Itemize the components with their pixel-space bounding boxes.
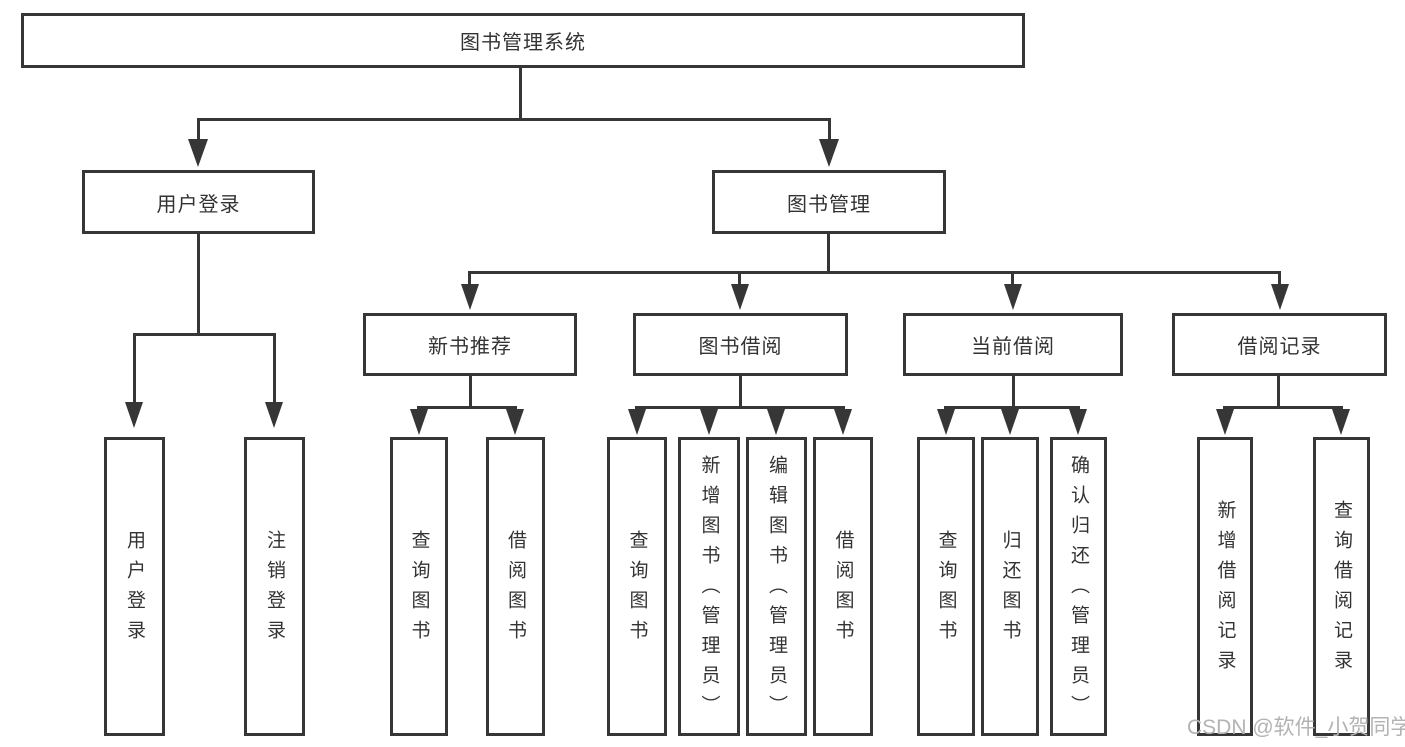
leaf-newbook-borrow-books: 借阅图书 <box>486 437 545 736</box>
leaf-user-login: 用户登录 <box>104 437 165 736</box>
node-current-borrow: 当前借阅 <box>903 313 1123 376</box>
connector-newbook-stem <box>469 376 472 406</box>
connector-level1-rail <box>197 118 831 121</box>
leaf-logout: 注销登录 <box>244 437 305 736</box>
arrow-to-login-leaf2 <box>265 402 283 428</box>
leaf-current-confirm-return-admin: 确认归还（管理员） <box>1050 437 1107 736</box>
node-user-login: 用户登录 <box>82 170 315 234</box>
node-borrow-records: 借阅记录 <box>1172 313 1387 376</box>
arrow-records-leaf1 <box>1216 409 1234 435</box>
arrow-newbook-leaf1 <box>410 409 428 435</box>
leaf-current-return-books: 归还图书 <box>981 437 1039 736</box>
arrow-borrow-leaf1 <box>628 409 646 435</box>
arrow-to-current-borrow <box>1004 284 1022 310</box>
connector-records-drop <box>1278 274 1281 286</box>
connector-borrow-rail <box>635 406 845 409</box>
arrow-to-book-borrow <box>731 284 749 310</box>
arrow-to-login-leaf1 <box>125 402 143 428</box>
connector-borrow-drop <box>738 274 741 286</box>
connector-level2-rail <box>468 271 1281 274</box>
arrow-current-leaf3 <box>1069 409 1087 435</box>
node-new-book-recommend: 新书推荐 <box>363 313 577 376</box>
arrow-records-leaf2 <box>1332 409 1350 435</box>
connector-root-stem <box>519 68 522 121</box>
connector-records-stem <box>1277 376 1280 406</box>
connector-current-rail <box>944 406 1080 409</box>
leaf-current-query-books: 查询图书 <box>917 437 975 736</box>
node-book-borrow: 图书借阅 <box>633 313 848 376</box>
arrow-borrow-leaf3 <box>767 409 785 435</box>
csdn-watermark: CSDN @软件_小贺同学 <box>1187 716 1405 739</box>
connector-newbook-rail <box>417 406 517 409</box>
arrow-borrow-leaf4 <box>834 409 852 435</box>
connector-current-drop <box>1011 274 1014 286</box>
node-library-system: 图书管理系统 <box>21 13 1025 68</box>
leaf-borrow-query-books: 查询图书 <box>607 437 667 736</box>
arrow-to-borrow-records <box>1271 284 1289 310</box>
leaf-borrow-borrow-books: 借阅图书 <box>813 437 873 736</box>
node-book-management: 图书管理 <box>712 170 946 234</box>
arrow-to-book-management <box>819 139 839 167</box>
connector-login-leaf1-drop <box>133 336 136 402</box>
leaf-records-query-record: 查询借阅记录 <box>1313 437 1370 736</box>
arrow-borrow-leaf2 <box>700 409 718 435</box>
connector-login-stem <box>197 234 200 335</box>
arrow-current-leaf1 <box>937 409 955 435</box>
connector-login-rail <box>133 333 276 336</box>
connector-records-rail <box>1223 406 1343 409</box>
connector-current-stem <box>1012 376 1015 406</box>
arrow-newbook-leaf2 <box>506 409 524 435</box>
connector-login-drop <box>197 121 200 141</box>
connector-mgmt-drop <box>828 121 831 141</box>
connector-newbook-drop <box>468 274 471 286</box>
connector-mgmt-stem <box>827 234 830 274</box>
connector-login-leaf2-drop <box>273 336 276 402</box>
arrow-to-new-book-recommend <box>461 284 479 310</box>
arrow-to-user-login <box>188 139 208 167</box>
leaf-newbook-query-books: 查询图书 <box>390 437 448 736</box>
leaf-borrow-add-books-admin: 新增图书（管理员） <box>678 437 740 736</box>
leaf-borrow-edit-books-admin: 编辑图书（管理员） <box>746 437 807 736</box>
arrow-current-leaf2 <box>1001 409 1019 435</box>
leaf-records-add-record: 新增借阅记录 <box>1197 437 1253 736</box>
connector-borrow-stem <box>739 376 742 406</box>
